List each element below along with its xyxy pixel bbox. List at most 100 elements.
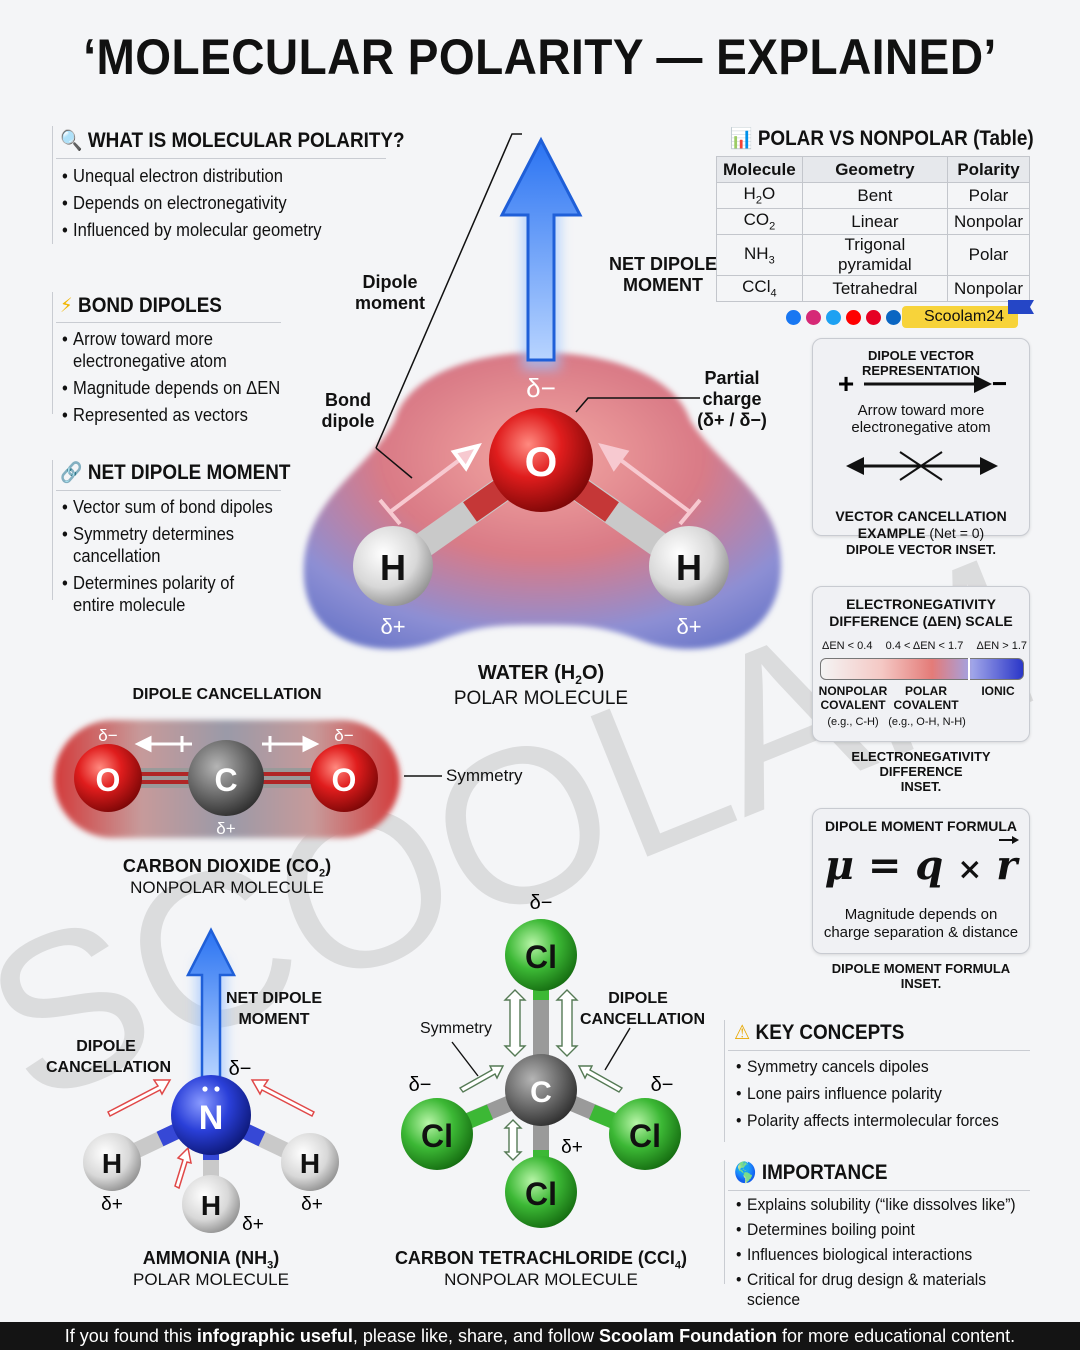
list-item: Depends on electronegativity <box>62 192 375 214</box>
net-dipole-arrow <box>499 136 583 362</box>
water-kind: POLAR MOLECULE <box>453 688 629 709</box>
linkedin-icon[interactable] <box>886 309 901 325</box>
ccl4-cancel-label: DIPOLE CANCELLATION <box>580 990 706 1028</box>
list-item: Unequal electron distribution <box>62 165 375 187</box>
list-item: Determines boiling point <box>736 1220 1030 1240</box>
co2-name: CARBON DIOXIDE (CO2) <box>122 856 332 880</box>
youtube-icon[interactable] <box>846 309 861 325</box>
svg-text:δ−: δ− <box>229 1058 252 1080</box>
bond-dipole-arrow-left <box>378 442 482 526</box>
co2-symmetry-label: Symmetry <box>446 766 523 785</box>
list-item: Magnitude depends on ΔEN <box>62 377 283 399</box>
list-item: Critical for drug design & materials sci… <box>736 1270 1030 1310</box>
formula-desc: Magnitude depends on charge separation &… <box>823 906 1019 941</box>
social-bar: Scoolam24 <box>786 306 1019 328</box>
what-heading: 🔍WHAT IS MOLECULAR POLARITY? <box>60 129 405 152</box>
svg-text:Cl: Cl <box>421 1118 453 1154</box>
partial-charge-label: Partial charge (δ+ / δ−) <box>697 368 767 430</box>
svg-text:Cl: Cl <box>525 1176 557 1212</box>
dipole-vector-inset <box>812 338 1030 536</box>
ccl4-molecule: Cl Cl Cl Cl C δ− δ− δ− δ+ <box>401 892 681 1228</box>
magnifier-icon: 🔍 <box>60 130 83 152</box>
link-icon: 🔗 <box>60 462 83 484</box>
importance-heading: 🌎IMPORTANCE <box>734 1161 888 1184</box>
hydrogen-atom <box>281 1133 339 1191</box>
list-item: Represented as vectors <box>62 404 283 426</box>
list-item: Symmetry cancels dipoles <box>736 1056 1012 1078</box>
lightning-icon: ⚡ <box>60 295 73 317</box>
carbon-atom <box>188 740 264 816</box>
page-title: ‘MOLECULAR POLARITY — EXPLAINED’ <box>83 29 997 85</box>
svg-text:δ+: δ+ <box>242 1214 264 1235</box>
bond-heading: ⚡BOND DIPOLES <box>60 294 222 317</box>
svg-text:δ+: δ+ <box>216 819 235 838</box>
svg-text:δ−: δ− <box>526 373 556 403</box>
nh3-net-label: NET DIPOLE MOMENT <box>225 990 322 1028</box>
facebook-icon[interactable] <box>786 309 801 325</box>
oxygen-atom <box>489 408 593 512</box>
list-item: Explains solubility (“like dissolves lik… <box>736 1195 1030 1215</box>
svg-text:H: H <box>201 1190 221 1221</box>
en-example-1: (e.g., C-H) <box>827 716 879 728</box>
hydrogen-atom <box>649 526 729 606</box>
svg-text:Cl: Cl <box>629 1118 661 1154</box>
chlorine-atom <box>505 919 577 991</box>
en-cat-nonpolar: NONPOLAR COVALENT <box>818 684 888 712</box>
hydrogen-atom <box>353 526 433 606</box>
vector-inset-desc: Arrow toward more electronegative atom <box>851 402 991 436</box>
carbon-atom <box>505 1054 577 1126</box>
svg-text:+: + <box>838 368 854 399</box>
formula-inset <box>812 808 1030 954</box>
list-item: Determines polarity of entire molecule <box>62 572 274 616</box>
en-scale-marker <box>968 658 970 680</box>
bar-chart-icon: 📊 <box>730 128 753 150</box>
key-heading: ⚠KEY CONCEPTS <box>734 1021 905 1044</box>
importance-list: Explains solubility (“like dissolves lik… <box>736 1195 1030 1315</box>
brand-badge[interactable]: Scoolam24 <box>902 306 1019 328</box>
bond-dipole-arrow-right <box>598 442 702 526</box>
what-list: Unequal electron distribution Depends on… <box>62 165 375 246</box>
list-item: Arrow toward more electronegative atom <box>62 328 283 372</box>
svg-text:C: C <box>530 1076 552 1109</box>
formula-caption: DIPOLE MOMENT FORMULA INSET. <box>831 961 1011 991</box>
dipole-formula: μ = q × r <box>812 836 1030 896</box>
twitter-icon[interactable] <box>826 309 841 325</box>
svg-text:δ−: δ− <box>409 1074 432 1096</box>
table-heading: 📊POLAR VS NONPOLAR (Table) <box>730 127 1034 150</box>
co2-molecule: O C O δ− δ− δ+ <box>54 720 442 838</box>
net-list: Vector sum of bond dipoles Symmetry dete… <box>62 496 274 621</box>
table-header: Molecule <box>716 156 803 183</box>
svg-text:O: O <box>96 762 121 798</box>
instagram-icon[interactable] <box>806 309 821 325</box>
water-name: WATER (H2O) <box>477 662 605 687</box>
list-item: Symmetry determines cancellation <box>62 523 274 567</box>
dipole-moment-label: Dipole moment <box>354 272 425 313</box>
chlorine-atom <box>401 1098 473 1170</box>
nh3-molecule: N H H H δ− δ+ δ+ δ+ <box>83 927 339 1235</box>
svg-text:δ−: δ− <box>334 726 353 745</box>
en-cat-polar: POLAR COVALENT <box>893 684 959 712</box>
footer-banner: If you found this infographic useful, pl… <box>0 1322 1080 1350</box>
svg-text:δ−: δ− <box>98 726 117 745</box>
list-item: Influenced by molecular geometry <box>62 219 375 241</box>
ccl4-kind: NONPOLAR MOLECULE <box>444 1270 638 1289</box>
vector-cancel-label: VECTOR CANCELLATION EXAMPLE (Net = 0) <box>835 508 1007 541</box>
svg-text:O: O <box>525 438 558 485</box>
en-cat-ionic: IONIC <box>981 684 1015 698</box>
molecule-diagram: O H H δ− δ+ δ+ O C O δ− δ− δ+ <box>54 133 781 1235</box>
vector-inset-title: DIPOLE VECTOR REPRESENTATION <box>862 348 980 378</box>
oxygen-atom <box>310 744 378 812</box>
oxygen-atom <box>74 744 142 812</box>
vector-inset-caption: DIPOLE VECTOR INSET. <box>845 542 996 557</box>
svg-text:δ+: δ+ <box>101 1194 123 1215</box>
pinterest-icon[interactable] <box>866 309 881 325</box>
bond-dipole-label: Bond dipole <box>321 390 375 431</box>
svg-text:δ−: δ− <box>651 1074 674 1096</box>
water-molecule: O H H δ− δ+ δ+ <box>303 133 781 650</box>
svg-text:H: H <box>676 547 702 588</box>
net-dipole-arrow <box>185 927 237 1082</box>
dipole-vector-arrow: + − <box>838 368 1006 399</box>
